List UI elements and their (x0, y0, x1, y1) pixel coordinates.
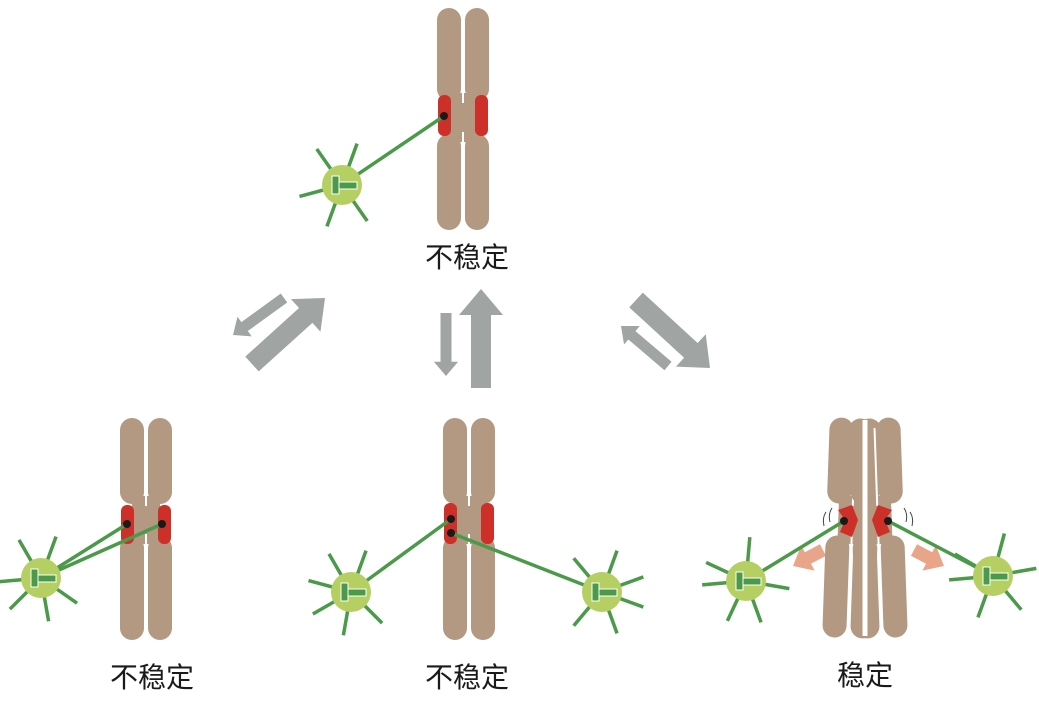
centriole-icon (347, 588, 367, 597)
centriole-icon (742, 577, 762, 586)
chromatid-gap (873, 428, 879, 507)
chromatid-arm (120, 418, 144, 504)
microtubule-fiber (450, 531, 603, 594)
attachment-point (440, 112, 448, 120)
chromatid-gap (877, 533, 883, 628)
tension-mark-icon (909, 511, 914, 527)
state-label-bottom-middle: 不稳定 (424, 661, 510, 694)
kinetochore-right (872, 505, 892, 537)
chromatid-arm (471, 418, 495, 504)
chromatid-arm (848, 418, 875, 505)
attachment-point (158, 520, 166, 528)
centriole-icon (37, 574, 57, 583)
attachment-point (840, 517, 848, 525)
chromatid-arm (465, 134, 489, 230)
centriole-icon (598, 588, 618, 597)
reverse-arrow-icon (621, 326, 672, 371)
state-label-bottom-left: 不稳定 (109, 661, 195, 694)
tension-mark-icon (903, 507, 908, 523)
chromatid-arm (437, 8, 461, 101)
tension-mark-icon (828, 507, 833, 523)
chromosome-bottom-middle (443, 418, 495, 640)
microtubule-fiber (341, 114, 445, 187)
attachment-point (123, 520, 131, 528)
centriole-icon (591, 582, 600, 602)
chromatid-arm (443, 418, 467, 504)
centrosome-bottom-middle-right (572, 550, 644, 634)
forward-arrow-icon (629, 292, 710, 368)
chromosome-bottom-left (120, 418, 172, 640)
state-label-top: 不稳定 (424, 241, 510, 274)
centriole-icon (989, 572, 1009, 581)
centriole-icon (338, 181, 358, 190)
chromatid-gap (847, 533, 853, 628)
chromatid-arm (120, 536, 144, 640)
attachment-point (884, 517, 892, 525)
microtubule-fiber (40, 522, 163, 580)
centrosome-top (299, 143, 369, 227)
chromatid-arm (437, 134, 461, 230)
reverse-arrow-icon (433, 313, 459, 376)
centriole-icon (735, 571, 744, 591)
chromatid-arm (471, 536, 495, 640)
centrosome-bottom-middle-left (308, 550, 384, 636)
centriole-icon (982, 566, 991, 586)
attachment-point (447, 515, 455, 523)
centriole-icon (331, 175, 340, 195)
microtubule-fiber (349, 517, 453, 594)
chromatid-arm (148, 536, 172, 640)
pull-arrow-icon (793, 544, 827, 571)
kinetochore-right (475, 95, 488, 136)
chromatid-arm (876, 417, 903, 504)
centrosome-bottom-right-left (702, 537, 790, 623)
chromatid-arm (465, 8, 489, 101)
forward-arrow-icon (245, 298, 325, 372)
centrosome-bottom-right-right (949, 533, 1037, 618)
chromatid-arm (880, 535, 908, 638)
centriole-icon (340, 582, 349, 602)
kinetochore-right (481, 503, 494, 544)
chromatid-arm (822, 535, 850, 638)
chromosome-top (437, 8, 489, 230)
state-label-bottom-right: 稳定 (836, 659, 894, 692)
centrosome-bottom-left (0, 536, 79, 622)
attachment-point (447, 529, 455, 537)
chromatid-arm (148, 418, 172, 504)
tension-mark-icon (822, 511, 827, 527)
chromatid-arm (443, 536, 467, 640)
pull-arrow-icon (910, 544, 944, 571)
chromatid-arm (827, 417, 854, 504)
centriole-icon (30, 568, 39, 588)
forward-arrow-icon (459, 289, 503, 388)
reverse-arrow-icon (233, 293, 288, 337)
